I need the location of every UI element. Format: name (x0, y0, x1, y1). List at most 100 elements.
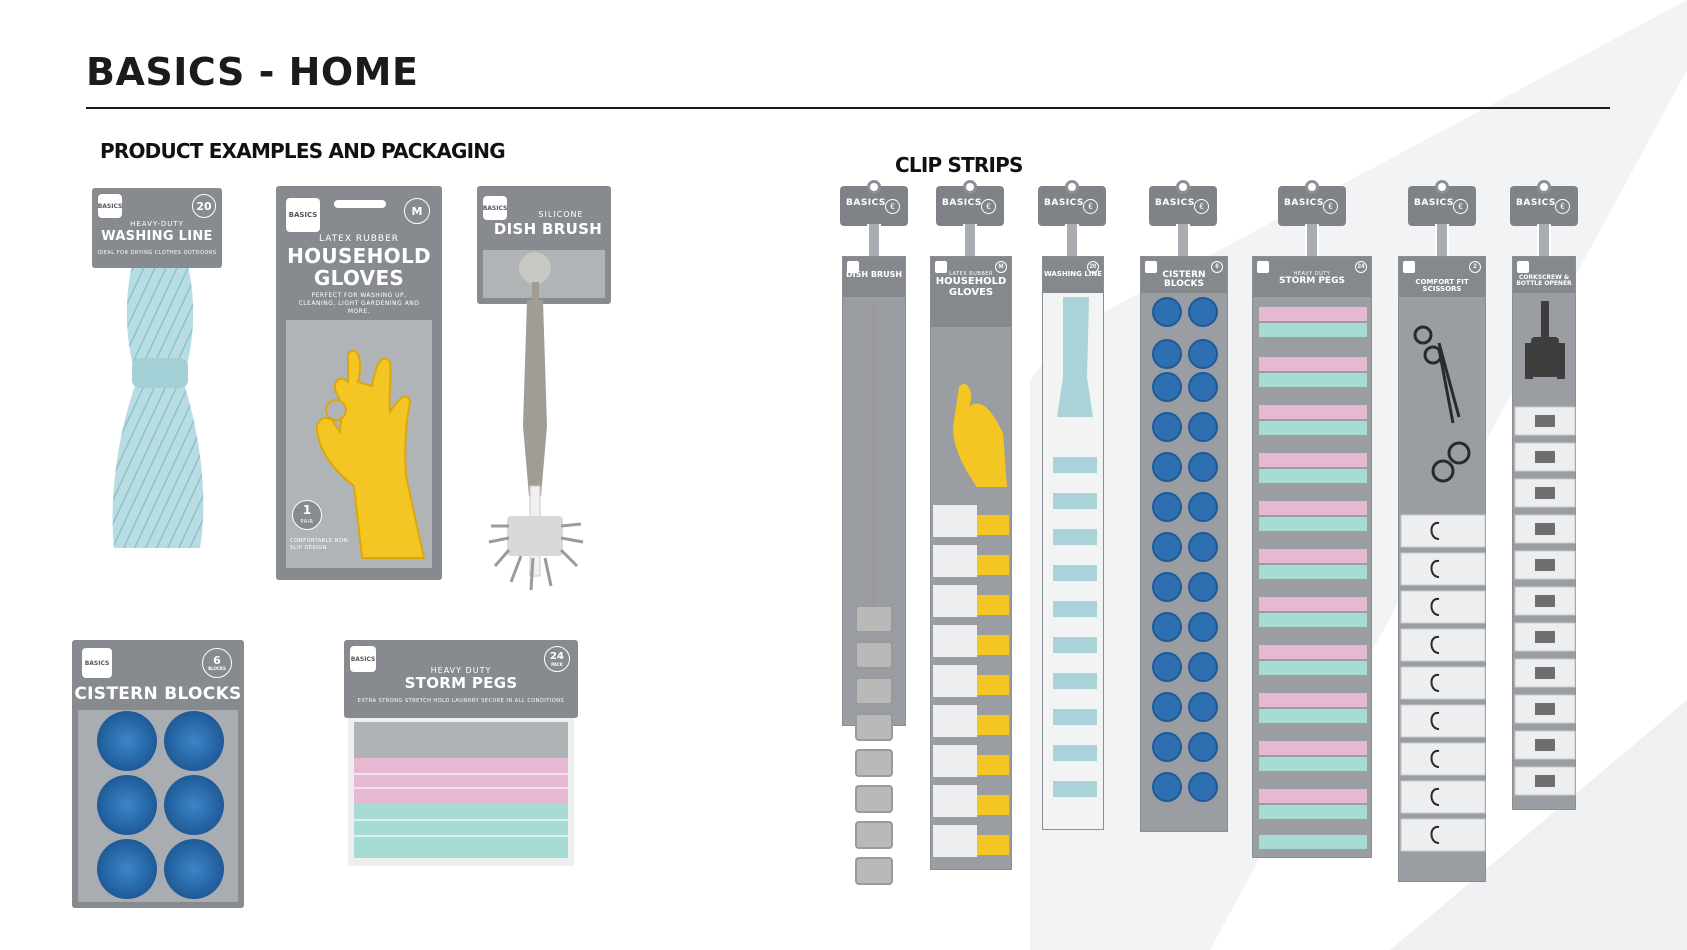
hang-hole (1537, 180, 1551, 194)
gloves-card: BASICS M LATEX RUBBER HOUSEHOLD GLOVES P… (276, 186, 442, 580)
strip-product-name: DISH BRUSH (845, 270, 903, 279)
strip-neck (963, 224, 977, 258)
brand-logo: BASICS (483, 196, 507, 220)
hanger-brand: BASICS (846, 198, 886, 208)
strip-header: M LATEX RUBBER HOUSEHOLD GLOVES (931, 257, 1011, 327)
hanger-brand: BASICS (1155, 198, 1195, 208)
brand-logo: BASICS (350, 646, 376, 672)
strip-neck (1537, 224, 1551, 258)
hanger-brand: BASICS (1044, 198, 1084, 208)
strip-header: DISH BRUSH (843, 257, 905, 297)
cistern-blocks-product: BASICS 6 BLOCKS CISTERN BLOCKS (72, 640, 244, 908)
product-name: WASHING LINE (101, 229, 213, 244)
product-footer: COMFORTABLE NON-SLIP DESIGN (290, 538, 350, 551)
brand-logo (1257, 261, 1269, 273)
strip-product-sub: HEAVY DUTY (1293, 271, 1331, 277)
product-subtitle: SILICONE (538, 210, 584, 219)
strip-header: 6 CISTERN BLOCKS (1141, 257, 1227, 293)
product-subtitle: HEAVY DUTY (430, 666, 492, 675)
hang-hole (1305, 180, 1319, 194)
strip-hanger: BASICS € (1149, 180, 1217, 226)
product-name-line2: GLOVES (313, 266, 405, 290)
count-badge: 24 PACK (544, 646, 570, 672)
strip-glove-packs (933, 383, 1009, 857)
brush-image (488, 252, 584, 591)
clip-strip: BASICS € 2 COMFORT FIT SCISSORS (1396, 180, 1488, 900)
storm-pegs-product: BASICS 24 PACK HEAVY DUTY STORM PEGS EXT… (344, 640, 578, 866)
dish-brush-product: BASICS SILICONE DISH BRUSH (477, 186, 611, 608)
quantity-badge: 1 PAIR (292, 500, 322, 530)
count-unit: PACK (551, 661, 563, 667)
strip-product-name: STORM PEGS (1279, 276, 1345, 286)
strip-header: 2 COMFORT FIT SCISSORS (1399, 257, 1485, 297)
euro-icon: € (1323, 199, 1338, 214)
clip-strip: BASICS € 24 HEAVY DUTY STORM PEGS (1252, 180, 1372, 866)
strip-product-name: CORKSCREW & BOTTLE OPENER (1516, 274, 1572, 288)
section-title-product-examples: PRODUCT EXAMPLES AND PACKAGING (100, 139, 506, 163)
strip-product-name: COMFORT FIT SCISSORS (1415, 278, 1469, 294)
euro-icon: € (981, 199, 996, 214)
hanger-brand: BASICS (1516, 198, 1556, 208)
strip-hanger: BASICS € (936, 180, 1004, 226)
hang-hole (867, 180, 881, 194)
strip-body: M LATEX RUBBER HOUSEHOLD GLOVES (930, 256, 1012, 870)
clip-strip: BASICS € M LATEX RUBBER HOUSEHOLD GLOVES (928, 180, 1012, 886)
page-title: BASICS - HOME (86, 50, 419, 94)
hanger-brand: BASICS (1414, 198, 1454, 208)
pegs-bag-image (348, 710, 574, 866)
product-name: STORM PEGS (404, 674, 518, 692)
strip-badge: 2 (1469, 261, 1481, 273)
clip-strip: BASICS € CORKSCREW & BOTTLE OPENER (1508, 180, 1580, 826)
count-value: 24 (550, 650, 564, 662)
euro-icon: € (1453, 199, 1468, 214)
strip-product-name: HOUSEHOLD GLOVES (935, 276, 1007, 298)
brand-logo: BASICS (286, 198, 320, 232)
brand-logo (935, 261, 947, 273)
strip-body: 6 CISTERN BLOCKS (1140, 256, 1228, 832)
strip-body: 24 HEAVY DUTY STORM PEGS (1252, 256, 1372, 858)
strip-scissors (1400, 325, 1486, 852)
strip-dish-brushes (855, 306, 893, 885)
hang-slot (334, 200, 386, 208)
strip-body: 20 WASHING LINE (1042, 256, 1104, 830)
hang-hole (1065, 180, 1079, 194)
cistern-blocks-card: BASICS 6 BLOCKS CISTERN BLOCKS (72, 640, 244, 908)
quantity-value: 1 (302, 503, 312, 517)
hang-hole (1176, 180, 1190, 194)
clip-strip: BASICS € 6 CISTERN BLOCKS (1138, 180, 1228, 836)
strip-header: 20 WASHING LINE (1043, 257, 1103, 293)
strip-cistern-blocks (1152, 297, 1218, 802)
brand-logo (847, 261, 859, 273)
brand-logo (1145, 261, 1157, 273)
strip-product-sub: LATEX RUBBER (949, 271, 993, 277)
quantity-unit: PAIR (300, 519, 314, 525)
strip-hanger: BASICS € (1278, 180, 1346, 226)
product-name: DISH BRUSH (493, 220, 603, 238)
block-tablets-image (97, 711, 224, 899)
product-subtitle: LATEX RUBBER (318, 234, 400, 244)
product-tagline: IDEAL FOR DRYING CLOTHES OUTDOORS (97, 250, 217, 256)
strip-neck (1176, 224, 1190, 258)
euro-icon: € (1194, 199, 1209, 214)
product-name-line1: HOUSEHOLD (287, 244, 431, 268)
strip-neck (1435, 224, 1449, 258)
strip-badge: M (995, 261, 1007, 273)
product-name: CISTERN BLOCKS (74, 684, 242, 704)
strip-product-name: WASHING LINE (1043, 270, 1103, 278)
count-unit: BLOCKS (208, 666, 226, 671)
glove-image (316, 349, 426, 559)
product-tagline: EXTRA STRONG STRETCH HOLD LAUNDRY SECURE… (357, 698, 565, 704)
strip-header: 24 HEAVY DUTY STORM PEGS (1253, 257, 1371, 297)
brand-logo: BASICS (98, 194, 122, 218)
strip-product-name: CISTERN BLOCKS (1162, 270, 1206, 290)
dish-brush-card: BASICS SILICONE DISH BRUSH (477, 186, 611, 304)
brand-logo: BASICS (82, 648, 112, 678)
strip-washing-lines (1053, 297, 1097, 797)
strip-badge: 20 (1087, 261, 1099, 273)
hang-hole (1435, 180, 1449, 194)
household-gloves-product: BASICS M LATEX RUBBER HOUSEHOLD GLOVES P… (276, 186, 442, 580)
strip-hanger: BASICS € (1038, 180, 1106, 226)
euro-icon: € (1555, 199, 1570, 214)
euro-icon: € (885, 199, 900, 214)
